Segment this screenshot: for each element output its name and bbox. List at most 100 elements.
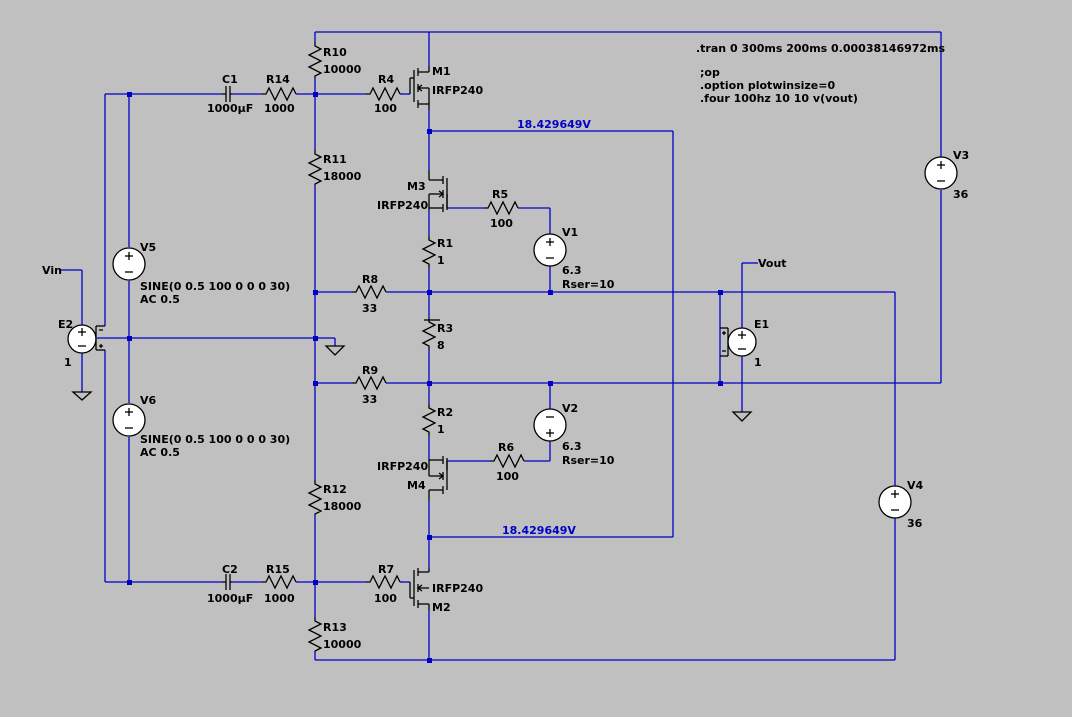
capacitor-c1[interactable]: C1 1000µF (207, 73, 253, 115)
m3-name: M3 (407, 180, 426, 193)
v1-value: 6.3 (562, 264, 582, 277)
m1-model: IRFP240 (432, 84, 483, 97)
m3-model: IRFP240 (377, 199, 428, 212)
mosfet-m4[interactable]: IRFP240 M4 (377, 456, 448, 500)
v5-value: SINE(0 0.5 100 0 0 0 30) (140, 280, 290, 293)
r3-name: R3 (437, 322, 453, 335)
junctions (127, 92, 723, 663)
e2-value: 1 (64, 356, 72, 369)
r14-name: R14 (266, 73, 290, 86)
v2-value: 6.3 (562, 440, 582, 453)
resistor-r10[interactable]: R10 10000 (307, 42, 362, 78)
resistor-r4[interactable]: R4 100 (366, 73, 401, 115)
source-v1[interactable]: V1 6.3 Rser=10 (533, 226, 615, 291)
resistor-r1[interactable]: R1 1 (421, 236, 453, 268)
directive-op[interactable]: ;op (700, 66, 720, 79)
v4-value: 36 (907, 517, 923, 530)
source-v6[interactable]: V6 SINE(0 0.5 100 0 0 0 30) AC 0.5 (112, 394, 290, 459)
wires (60, 31, 942, 661)
r9-value: 33 (362, 393, 377, 406)
r6-value: 100 (496, 470, 519, 483)
e2-name: E2 (58, 318, 73, 331)
resistor-r13[interactable]: R13 10000 (307, 617, 362, 652)
r13-name: R13 (323, 621, 347, 634)
c2-name: C2 (222, 563, 238, 576)
r1-name: R1 (437, 237, 453, 250)
source-v4[interactable]: V4 36 (878, 479, 924, 530)
e1-value: 1 (754, 356, 762, 369)
v3-name: V3 (953, 149, 969, 162)
r12-value: 18000 (323, 500, 362, 513)
net-label-vin: Vin (42, 264, 62, 277)
v4-name: V4 (907, 479, 924, 492)
r11-value: 18000 (323, 170, 362, 183)
mosfet-m1[interactable]: M1 IRFP240 (409, 65, 483, 110)
r4-name: R4 (378, 73, 394, 86)
vcvs-e2[interactable]: E2 1 (58, 318, 105, 369)
directive-option[interactable]: .option plotwinsize=0 (700, 79, 835, 92)
r10-value: 10000 (323, 63, 362, 76)
v6-name: V6 (140, 394, 157, 407)
r7-name: R7 (378, 563, 394, 576)
r3-value: 8 (437, 339, 445, 352)
r5-value: 100 (490, 217, 513, 230)
v2-name: V2 (562, 402, 578, 415)
resistor-r2[interactable]: R2 1 (421, 404, 453, 436)
v5-name: V5 (140, 241, 156, 254)
c1-value: 1000µF (207, 102, 253, 115)
r2-name: R2 (437, 406, 453, 419)
r9-name: R9 (362, 364, 378, 377)
ground-icon (731, 411, 753, 422)
m4-name: M4 (407, 479, 426, 492)
m2-name: M2 (432, 601, 451, 614)
e1-name: E1 (754, 318, 769, 331)
resistor-r11[interactable]: R11 18000 (307, 150, 362, 185)
spice-directives[interactable]: .tran 0 300ms 200ms 0.00038146972ms ;op … (696, 42, 946, 105)
m1-name: M1 (432, 65, 451, 78)
v3-value: 36 (953, 188, 969, 201)
capacitor-c2[interactable]: C2 1000µF (207, 563, 253, 605)
r1-value: 1 (437, 254, 445, 267)
r15-value: 1000 (264, 592, 295, 605)
r12-name: R12 (323, 483, 347, 496)
resistor-r5[interactable]: R5 100 (484, 188, 519, 230)
resistor-r12[interactable]: R12 18000 (307, 480, 362, 515)
r4-value: 100 (374, 102, 397, 115)
c2-value: 1000µF (207, 592, 253, 605)
resistor-r6[interactable]: R6 100 (490, 441, 525, 483)
v2-extra: Rser=10 (562, 454, 615, 467)
r8-value: 33 (362, 302, 377, 315)
mosfet-m2[interactable]: IRFP240 M2 (409, 568, 483, 614)
v6-extra: AC 0.5 (140, 446, 180, 459)
resistor-r3[interactable]: R3 8 (421, 318, 453, 352)
source-v2[interactable]: V2 6.3 Rser=10 (533, 402, 615, 467)
resistor-r7[interactable]: R7 100 (366, 563, 401, 605)
r8-name: R8 (362, 273, 378, 286)
directive-four[interactable]: .four 100hz 10 10 v(vout) (700, 92, 858, 105)
r11-name: R11 (323, 153, 347, 166)
probe-voltage-top: 18.429649V (517, 118, 591, 131)
r10-name: R10 (323, 46, 347, 59)
r15-name: R15 (266, 563, 290, 576)
resistor-r14[interactable]: R14 1000 (262, 73, 297, 115)
directive-tran[interactable]: .tran 0 300ms 200ms 0.00038146972ms (696, 42, 946, 55)
r5-name: R5 (492, 188, 508, 201)
resistor-r9[interactable]: R9 33 (352, 364, 387, 406)
vcvs-e1[interactable]: E1 1 (720, 318, 769, 369)
net-label-vout: Vout (758, 257, 787, 270)
m2-model: IRFP240 (432, 582, 483, 595)
r13-value: 10000 (323, 638, 362, 651)
r6-name: R6 (498, 441, 514, 454)
m4-model: IRFP240 (377, 460, 428, 473)
source-v3[interactable]: V3 36 (924, 149, 969, 201)
ground-icon (324, 345, 346, 356)
ground-icon (71, 391, 93, 401)
resistor-r15[interactable]: R15 1000 (262, 563, 297, 605)
source-v5[interactable]: V5 SINE(0 0.5 100 0 0 0 30) AC 0.5 (112, 241, 290, 306)
resistor-r8[interactable]: R8 33 (352, 273, 387, 315)
mosfet-m3[interactable]: M3 IRFP240 (377, 170, 448, 212)
r7-value: 100 (374, 592, 397, 605)
r14-value: 1000 (264, 102, 295, 115)
v6-value: SINE(0 0.5 100 0 0 0 30) (140, 433, 290, 446)
